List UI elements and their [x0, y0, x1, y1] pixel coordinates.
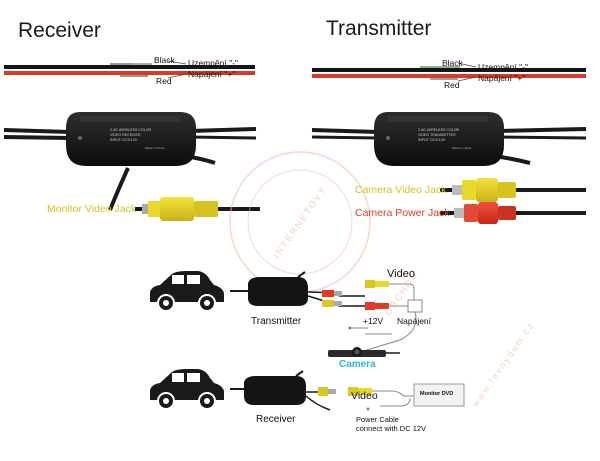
transmitter-box	[374, 112, 504, 166]
monitor-box	[413, 383, 465, 407]
diagram-receiver	[230, 370, 465, 411]
receiver-box	[66, 112, 196, 166]
car-bottom	[150, 369, 224, 410]
receiver-black-label: Black	[154, 55, 175, 65]
svg-text:VIDEO TRANSMITTER: VIDEO TRANSMITTER	[418, 133, 456, 137]
transmitter-red-label: Red	[444, 80, 460, 90]
diagram-camera-label: Camera	[339, 359, 376, 370]
diagram-camera	[328, 347, 400, 357]
diagram-transmitter	[230, 271, 423, 353]
transmitter-photo: 2.4G WIRELESS COLOR VIDEO TRANSMITTER IN…	[311, 62, 587, 224]
receiver-red-label: Red	[156, 76, 172, 86]
camera-power-jack-label: Camera Power Jack	[355, 207, 450, 219]
diagram-receiver-label: Receiver	[256, 414, 296, 425]
power-cable-label-1: Power Cable	[356, 415, 399, 424]
receiver-title: Receiver	[18, 19, 101, 42]
svg-text:INPUT: DC9-14V: INPUT: DC9-14V	[110, 138, 138, 142]
diagram-napajeni-label: Napájení	[397, 316, 432, 326]
monitor-dvd-label: Monitor DVD	[420, 391, 454, 397]
svg-text:INPUT: DC9-14V: INPUT: DC9-14V	[418, 138, 446, 142]
svg-text:VIDEO RECEIVER: VIDEO RECEIVER	[110, 133, 141, 137]
receiver-photo: 2.4G WIRELESS COLOR VIDEO RECEIVER INPUT…	[3, 60, 260, 221]
transmitter-black-label: Black	[442, 58, 463, 68]
diagram-transmitter-label: Transmitter	[251, 316, 302, 327]
transmitter-rca-yellow	[476, 178, 498, 202]
transmitter-title: Transmitter	[326, 17, 432, 40]
camera-video-jack-label: Camera Video Jack	[355, 184, 447, 196]
car-top	[150, 271, 224, 312]
receiver-power-label: Napájení "+"	[188, 69, 236, 79]
transmitter-ground-label: Uzemnění "-"	[478, 62, 528, 72]
monitor-video-jack-label: Monitor Video Jack	[47, 203, 137, 215]
svg-text:2.4G WIRELESS COLOR: 2.4G WIRELESS COLOR	[110, 128, 152, 132]
power-cable-label-2: connect with DC 12V	[356, 424, 427, 433]
diagram-video-bottom-label: Video	[351, 390, 378, 402]
svg-text:2.4G WIRELESS COLOR: 2.4G WIRELESS COLOR	[418, 128, 460, 132]
svg-text:Made in China: Made in China	[145, 146, 165, 150]
receiver-ground-label: Uzemnění "-"	[188, 58, 238, 68]
transmitter-power-label: Napájení "+"	[478, 73, 526, 83]
diagram-video-top-label: Video	[387, 268, 415, 280]
transmitter-power-red	[478, 202, 498, 224]
diagram-12v-label: +12V	[363, 316, 384, 326]
receiver-rca-yellow	[160, 197, 194, 221]
svg-text:Made in China: Made in China	[452, 146, 472, 150]
